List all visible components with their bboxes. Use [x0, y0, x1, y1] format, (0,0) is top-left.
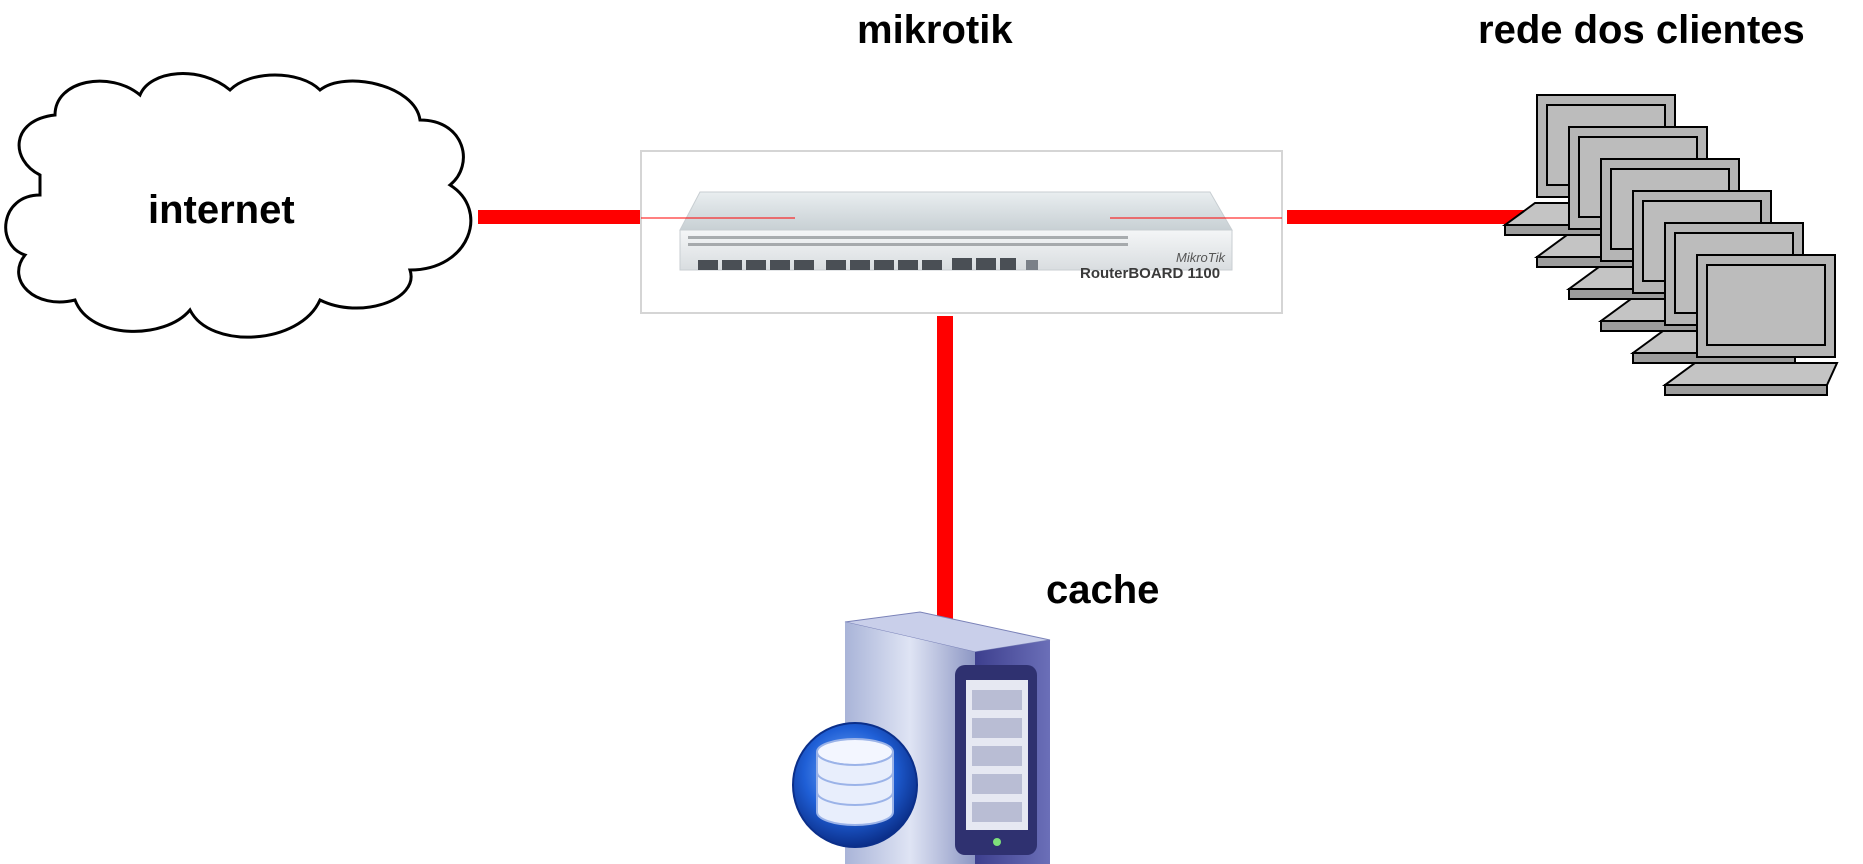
- server-icon: [844, 611, 1051, 864]
- link-router-clients: [1287, 210, 1529, 224]
- clients-label: rede dos clientes: [1478, 8, 1805, 52]
- computer-icon: [1661, 254, 1839, 396]
- internet-label: internet: [148, 188, 295, 232]
- client-computers: [1501, 94, 1839, 396]
- router-brand: MikroTik: [1176, 250, 1226, 265]
- cache-label: cache: [1046, 568, 1160, 612]
- router-icon: MikroTik RouterBOARD 1100: [640, 150, 1283, 314]
- router-label: mikrotik: [857, 8, 1013, 52]
- router-model: RouterBOARD 1100: [1080, 265, 1220, 282]
- links: [478, 210, 1529, 624]
- link-router-cache: [937, 316, 953, 624]
- link-internet-router: [478, 210, 643, 224]
- cloud-icon: [4, 72, 473, 339]
- database-icon: [792, 722, 918, 848]
